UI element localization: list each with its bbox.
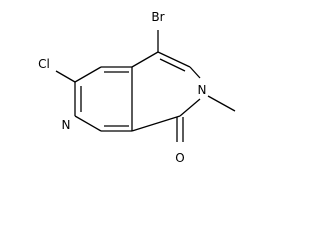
atom-labels: Br Cl N N O (38, 10, 206, 165)
bond-c4-c3 (157, 51, 191, 68)
bond-n7-c8 (74, 115, 102, 132)
bond-c6-cl (55, 70, 76, 83)
atom-label-cl: Cl (38, 57, 50, 71)
atom-label-n-pyridine: N (62, 118, 71, 132)
atom-label-n-amide: N (198, 83, 207, 97)
bond-c1-c8a (131, 115, 181, 132)
bond-c3-n2 (189, 66, 201, 79)
atom-label-o: O (175, 151, 184, 165)
bond-n2-methyl (207, 95, 236, 112)
bond-c5-c6 (74, 66, 102, 83)
structure-canvas: Br Cl N N O (38, 10, 236, 165)
bond-c4a-c4 (131, 51, 159, 68)
bonds (55, 30, 236, 142)
molecule-drawing: Br Cl N N O (38, 10, 236, 165)
bond-c4-c3-inner (159, 58, 186, 72)
bond-n2-c1 (179, 98, 201, 117)
atom-label-br: Br (151, 10, 164, 24)
